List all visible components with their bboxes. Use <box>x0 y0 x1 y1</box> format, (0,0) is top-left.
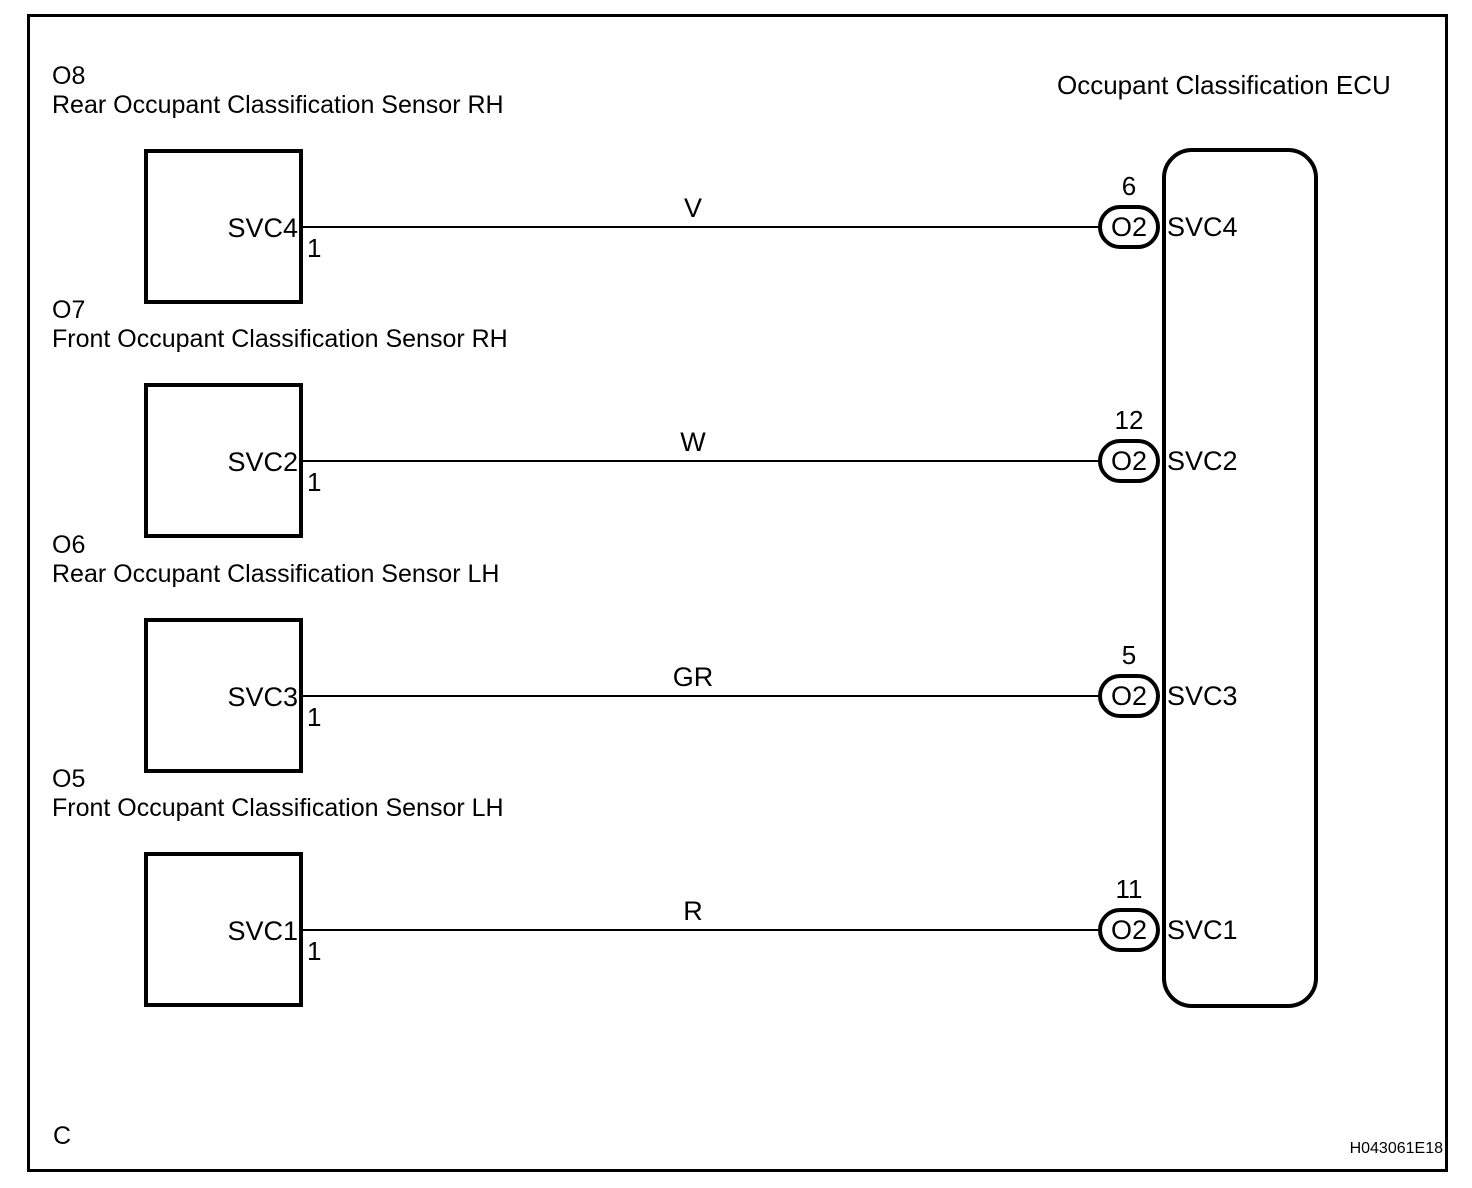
section-id: O5 <box>52 765 86 793</box>
section-name: Front Occupant Classification Sensor LH <box>52 794 504 822</box>
sensor-box: SVC4 <box>144 149 303 304</box>
connector-oval: O2 <box>1098 908 1160 952</box>
sensor-box-label: SVC2 <box>227 447 298 477</box>
sensor-pin-number: 1 <box>307 702 322 732</box>
section-name: Rear Occupant Classification Sensor RH <box>52 91 504 119</box>
ecu-pin-number: 12 <box>1114 405 1144 435</box>
wire-color-label: W <box>680 427 706 457</box>
wire-color-label: GR <box>672 662 714 692</box>
sensor-box: SVC2 <box>144 383 303 538</box>
ecu-pin-number: 5 <box>1121 640 1137 670</box>
ecu-pin-label: SVC2 <box>1167 446 1238 476</box>
ecu-pin-number: 11 <box>1115 874 1143 904</box>
section-label: O7 Front Occupant Classification Sensor … <box>52 296 508 354</box>
section-id: O7 <box>52 296 86 324</box>
ecu-title: Occupant Classification ECU <box>1057 70 1391 100</box>
section-id: O8 <box>52 62 86 90</box>
sensor-box: SVC1 <box>144 852 303 1007</box>
sensor-pin-number: 1 <box>307 467 322 497</box>
sensor-box: SVC3 <box>144 618 303 773</box>
ecu-pin-label: SVC1 <box>1167 915 1238 945</box>
wire-line <box>303 226 1098 228</box>
connector-oval: O2 <box>1098 674 1160 718</box>
wire-line <box>303 929 1098 931</box>
connector-oval: O2 <box>1098 439 1160 483</box>
ecu-pin-number: 6 <box>1121 171 1137 201</box>
section-label: O5 Front Occupant Classification Sensor … <box>52 765 504 823</box>
section-label: O6 Rear Occupant Classification Sensor L… <box>52 531 499 589</box>
section-name: Front Occupant Classification Sensor RH <box>52 325 508 353</box>
sensor-box-label: SVC1 <box>227 916 298 946</box>
sensor-pin-number: 1 <box>307 233 322 263</box>
wire-line <box>303 695 1098 697</box>
ecu-pin-label: SVC4 <box>1167 212 1238 242</box>
section-id: O6 <box>52 531 86 559</box>
ecu-outline <box>1162 148 1318 1008</box>
diagram-reference-code: H043061E18 <box>1349 1140 1443 1157</box>
sensor-pin-number: 1 <box>307 936 322 966</box>
wire-color-label: R <box>683 896 703 926</box>
diagram-border <box>27 14 1448 1172</box>
wire-line <box>303 460 1098 462</box>
sensor-box-label: SVC4 <box>227 213 298 243</box>
ecu-pin-label: SVC3 <box>1167 681 1238 711</box>
section-label: O8 Rear Occupant Classification Sensor R… <box>52 62 504 120</box>
sensor-box-label: SVC3 <box>227 682 298 712</box>
wire-color-label: V <box>683 193 702 223</box>
footer-section-mark: C <box>53 1122 72 1150</box>
section-name: Rear Occupant Classification Sensor LH <box>52 560 500 588</box>
connector-oval: O2 <box>1098 205 1160 249</box>
